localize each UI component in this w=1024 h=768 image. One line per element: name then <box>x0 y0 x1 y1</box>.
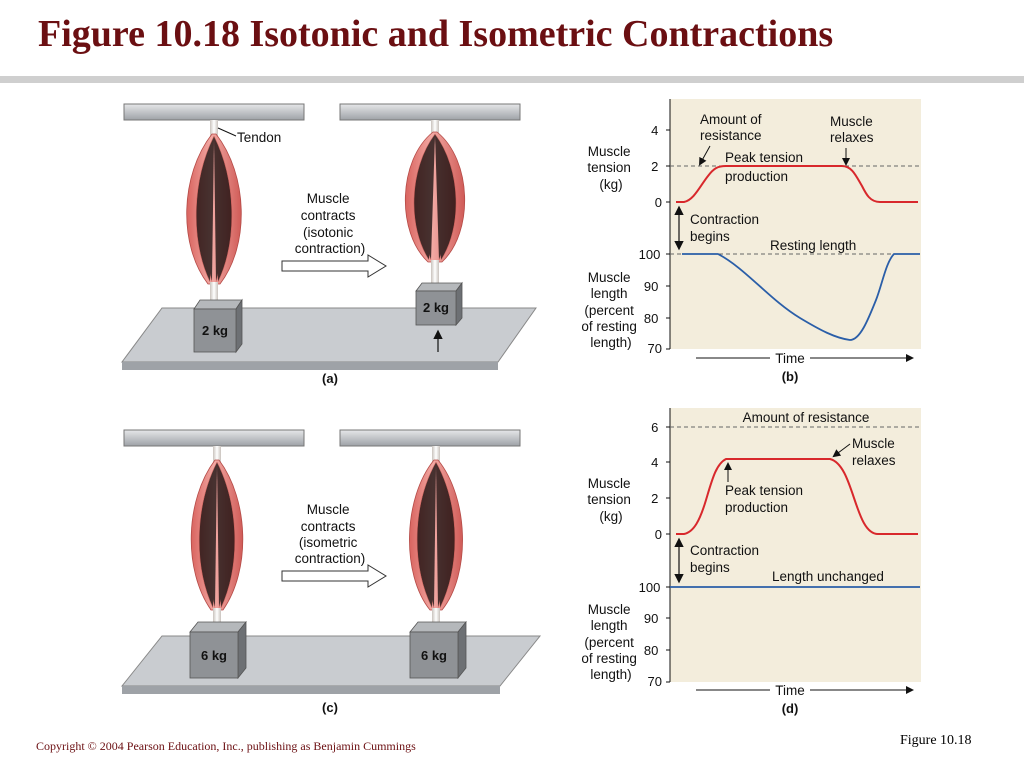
length-curve-b <box>682 253 920 341</box>
slide-title: Figure 10.18 Isotonic and Isometric Cont… <box>38 13 834 55</box>
panel-a-isotonic-illustration: Tendon 2 kg Muscle contracts (isotonic c… <box>121 103 537 386</box>
ceiling-bar-left <box>123 103 305 121</box>
panel-b-isotonic-graph: 4 2 0 100 90 80 70 Muscle tension (kg) M… <box>581 99 921 384</box>
panel-d-letter: (d) <box>782 701 799 716</box>
weight-left-c-label: 6 kg <box>201 648 227 663</box>
platform-edge <box>122 362 498 370</box>
contraction-begins-d: Contraction begins <box>690 543 763 575</box>
time-label-b: Time <box>775 351 805 366</box>
length-unchanged-label-d: Length unchanged <box>772 569 884 584</box>
weight-left-c <box>189 631 239 679</box>
length-ticks-b: 100 90 80 70 <box>639 247 664 356</box>
tension-axis-label-b: Muscle tension (kg) <box>587 144 634 192</box>
panel-c-isometric-illustration: 6 kg Muscle contracts (isometric contrac… <box>120 429 542 715</box>
amount-of-resistance-d: Amount of resistance <box>743 410 870 425</box>
length-axis-label-b: Muscle length (percent of resting length… <box>581 270 640 350</box>
tension-axis-label-d: Muscle tension (kg) <box>587 476 634 524</box>
ceiling-bar-left-c <box>123 429 305 447</box>
weight-left-a <box>193 308 237 353</box>
weight-right-a-label: 2 kg <box>423 300 449 315</box>
panel-d-isometric-graph: 6 4 2 0 100 90 80 70 Muscle tension (kg)… <box>581 408 921 716</box>
muscle-left-c <box>190 459 244 611</box>
isotonic-arrow-text: Muscle contracts (isotonic contraction) <box>295 191 366 256</box>
amount-of-resistance-b: Amount of resistance <box>700 112 765 143</box>
muscle-relaxes-b: Muscle relaxes <box>830 114 877 145</box>
platform-c <box>120 635 542 687</box>
weight-left-a-label: 2 kg <box>202 323 228 338</box>
weight-right-c-label: 6 kg <box>421 648 447 663</box>
weight-right-c <box>409 631 459 679</box>
muscle-relaxes-d: Muscle relaxes <box>852 436 899 468</box>
graph-background-b <box>670 99 921 349</box>
tension-ticks-b: 4 2 0 <box>651 123 662 210</box>
contracts-arrow-c <box>281 564 387 588</box>
ceiling-bar-right-c <box>339 429 521 447</box>
panel-b-letter: (b) <box>782 369 799 384</box>
graph-background-d <box>670 408 921 682</box>
platform <box>121 307 537 363</box>
tension-curve-d <box>676 458 918 535</box>
length-axis-label-d: Muscle length (percent of resting length… <box>581 602 640 682</box>
tendon-bottom-left-a <box>210 282 218 300</box>
contracts-arrow-a <box>281 254 387 278</box>
length-ticks-d: 100 90 80 70 <box>639 580 664 689</box>
isometric-arrow-text: Muscle contracts (isometric contraction) <box>295 502 366 566</box>
tension-ticks-d: 6 4 2 0 <box>651 420 662 542</box>
ceiling-bar-right <box>339 103 521 121</box>
peak-tension-b: Peak tension production <box>725 150 807 184</box>
peak-tension-d: Peak tension production <box>725 483 807 515</box>
contraction-begins-b: Contraction begins <box>690 212 763 244</box>
panel-a-letter: (a) <box>322 371 338 386</box>
title-divider <box>0 76 1024 83</box>
weight-right-a <box>415 290 457 326</box>
tendon-top-left-a <box>210 120 218 136</box>
muscle-relaxed-a <box>186 133 242 285</box>
resting-length-label-b: Resting length <box>770 238 856 253</box>
copyright-notice: Copyright © 2004 Pearson Education, Inc.… <box>36 739 416 753</box>
panel-c-letter: (c) <box>322 700 338 715</box>
tendon-label: Tendon <box>237 130 281 145</box>
tension-curve-b <box>676 165 918 203</box>
time-label-d: Time <box>775 683 805 698</box>
figure-label: Figure 10.18 <box>900 733 972 748</box>
